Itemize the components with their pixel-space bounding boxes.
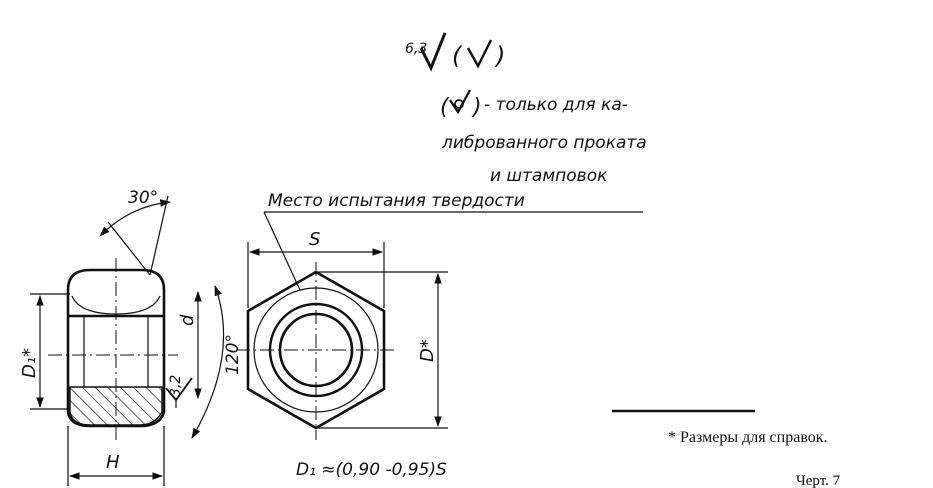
bore-roughness-value: 3,2 [168, 375, 184, 397]
hardness-test-label: Место испытания твердости [268, 191, 525, 211]
dim-H: H [67, 426, 165, 486]
note-line-2: либрованного проката [441, 133, 647, 153]
footnote-text: * Размеры для справок. [668, 429, 828, 446]
angle-120-label: 120° [223, 334, 243, 375]
angle-120: 120° [191, 284, 243, 439]
angle-30: 30° [99, 188, 172, 276]
nut-front-view [236, 262, 398, 440]
angle-30-label: 30° [128, 188, 158, 208]
note-paren-left: ( [440, 95, 450, 120]
note-paren-right: ) [471, 95, 482, 120]
d1-formula: D₁ ≈(0,90 -0,95)S [296, 460, 447, 480]
roughness-value: 6,3 [405, 41, 427, 57]
dim-S-label: S [309, 229, 320, 250]
machined-surface-symbol [449, 89, 472, 115]
figure-caption: Черт. 7 [796, 473, 841, 488]
roughness-symbol-bore: 3,2 [165, 375, 193, 408]
roughness-symbol-main: 6,3 ( ) [405, 32, 505, 72]
dim-d-label: d [177, 314, 198, 326]
nut-side-view [48, 258, 178, 440]
note-line-1: - только для ка- [484, 95, 628, 115]
hex-outline [246, 270, 386, 430]
paren-right: ) [494, 42, 505, 70]
note-line-3: и штамповок [490, 166, 608, 186]
dim-S: S [247, 229, 385, 308]
dim-D1: D₁* [19, 293, 70, 410]
dim-H-label: H [106, 452, 120, 473]
paren-left: ( [452, 42, 463, 70]
roughness-note: ( ) - только для ка- либрованного прокат… [440, 89, 647, 186]
dim-D-label: D* [417, 339, 438, 362]
dim-D: D* [318, 271, 448, 429]
dim-D1-label: D₁* [19, 348, 40, 378]
hardness-leader-line [263, 211, 301, 291]
